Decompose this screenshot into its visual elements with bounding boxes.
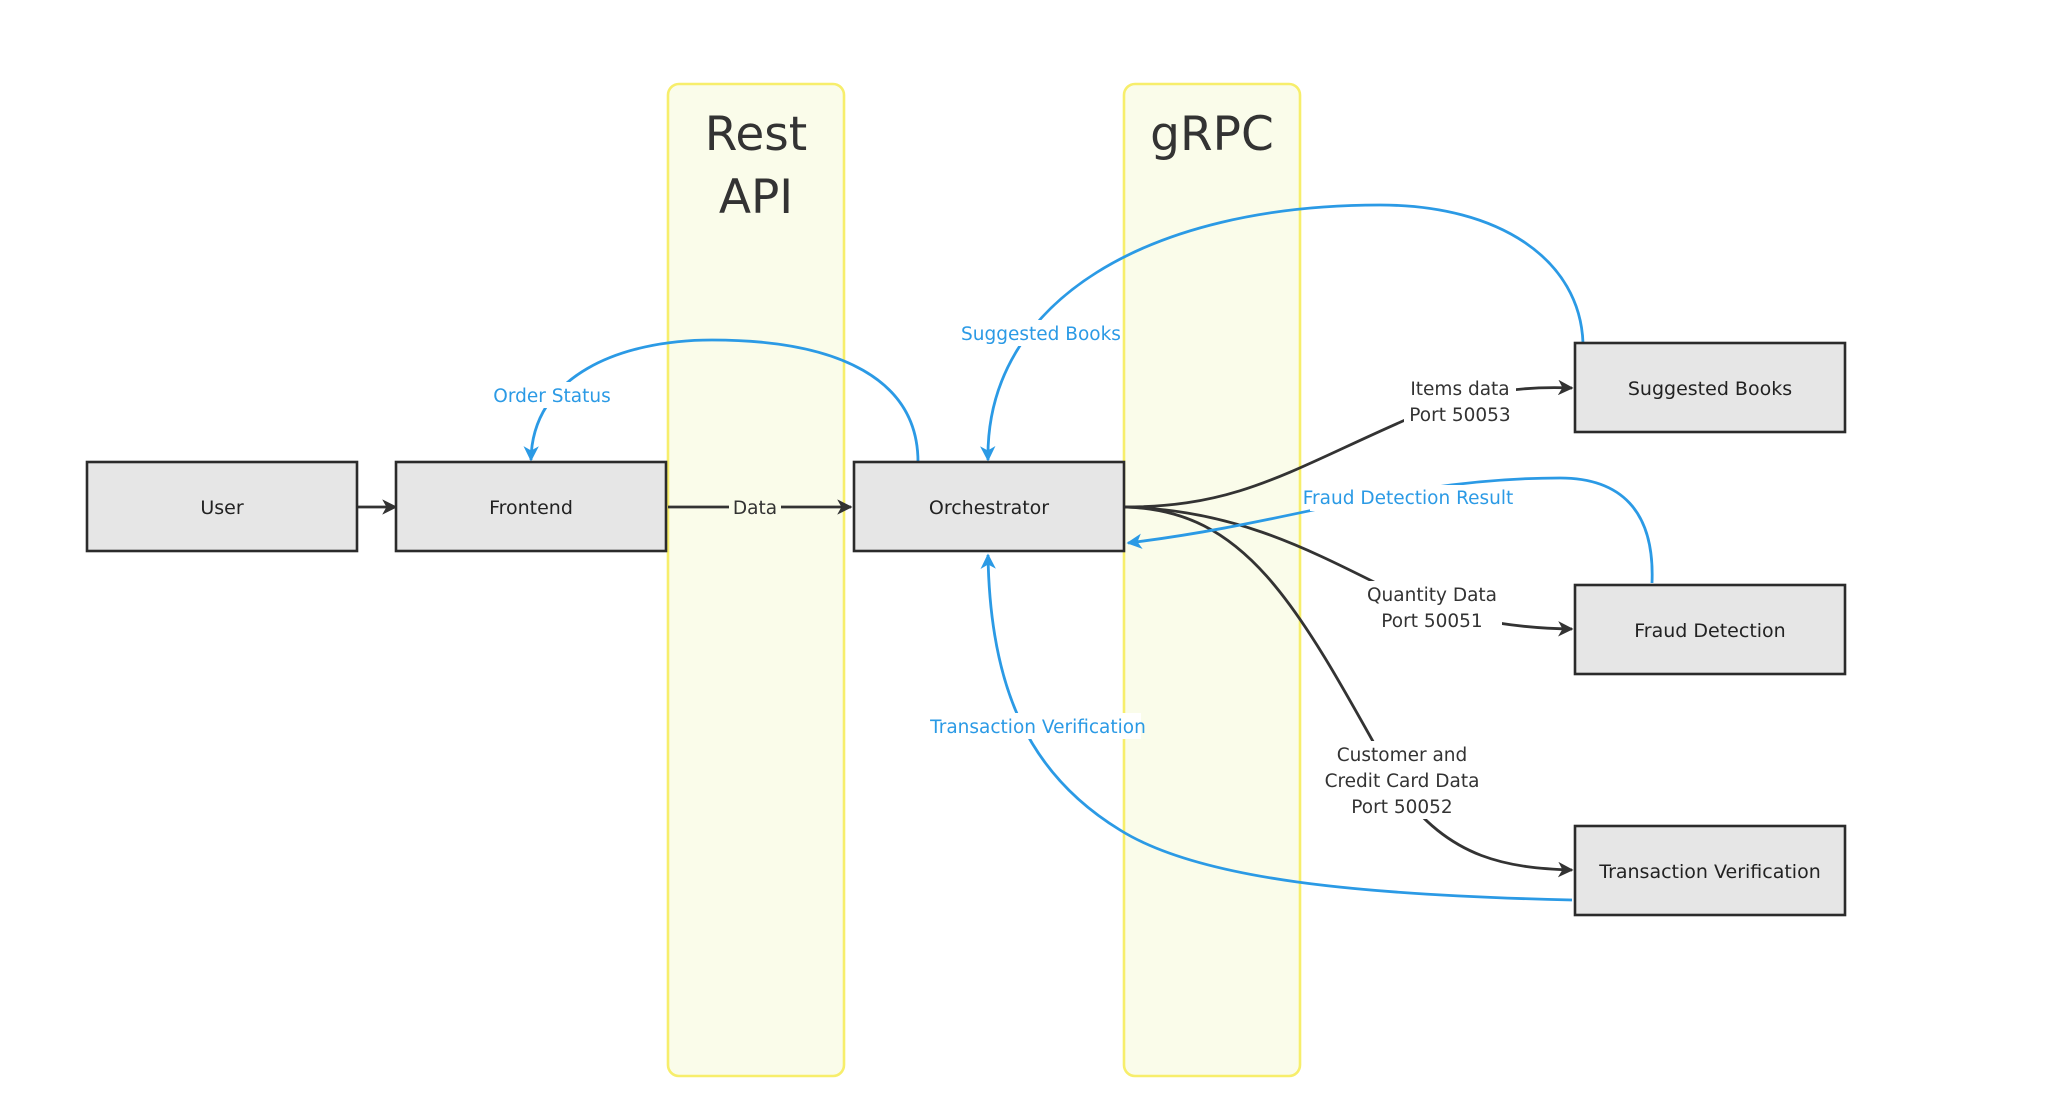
edge-label-suggested-books: Suggested Books <box>961 320 1121 346</box>
node-orchestrator: Orchestrator <box>852 460 1126 553</box>
edge-label-data: Data <box>729 494 781 520</box>
node-user-label: User <box>200 497 243 519</box>
edge-label-customer-line1: Customer and <box>1337 745 1468 766</box>
node-suggested-books: Suggested Books <box>1573 341 1847 434</box>
edge-label-customer-line2: Credit Card Data <box>1325 771 1480 792</box>
edge-label-order-status-text: Order Status <box>493 386 610 407</box>
lane-rest-title-line2: API <box>719 170 793 225</box>
edge-fraud-detection-orchestrator <box>1126 476 1654 584</box>
node-fraud-detection-label: Fraud Detection <box>1634 620 1785 642</box>
node-frontend: Frontend <box>394 460 668 553</box>
node-frontend-label: Frontend <box>489 497 573 519</box>
edge-label-quantity-line2: Port 50051 <box>1381 611 1482 632</box>
node-user: User <box>85 460 359 553</box>
lane-grpc-title: gRPC <box>1150 107 1274 162</box>
node-transaction-verification: Transaction Verification <box>1573 824 1847 917</box>
edge-label-fraud-result: Fraud Detection Result <box>1303 485 1514 511</box>
edge-label-order-status: Order Status <box>492 382 612 408</box>
edge-transaction-verification-orchestrator <box>980 553 1573 902</box>
edge-label-quantity: Quantity Data Port 50051 <box>1362 581 1502 633</box>
node-fraud-detection: Fraud Detection <box>1573 583 1847 676</box>
edge-label-transaction-verification: Transaction Verification <box>929 713 1146 739</box>
lane-rest-title-line1: Rest <box>705 107 807 162</box>
edge-label-items-line2: Port 50053 <box>1409 405 1510 426</box>
edge-label-customer-line3: Port 50052 <box>1351 797 1452 818</box>
edge-label-quantity-line1: Quantity Data <box>1367 585 1497 606</box>
edge-label-customer: Customer and Credit Card Data Port 50052 <box>1322 741 1482 819</box>
node-transaction-verification-label: Transaction Verification <box>1598 861 1821 883</box>
lane-rest-api: Rest API <box>666 82 846 1078</box>
edge-label-transaction-verification-text: Transaction Verification <box>929 717 1146 738</box>
node-orchestrator-label: Orchestrator <box>929 497 1049 519</box>
lane-grpc: gRPC <box>1122 82 1302 1078</box>
edge-label-suggested-books-text: Suggested Books <box>961 324 1121 345</box>
edge-label-data-text: Data <box>733 498 777 519</box>
edge-label-items: Items data Port 50053 <box>1404 375 1516 427</box>
node-suggested-books-label: Suggested Books <box>1628 378 1792 400</box>
edge-label-fraud-result-text: Fraud Detection Result <box>1303 488 1514 509</box>
edge-label-items-line1: Items data <box>1410 379 1509 400</box>
